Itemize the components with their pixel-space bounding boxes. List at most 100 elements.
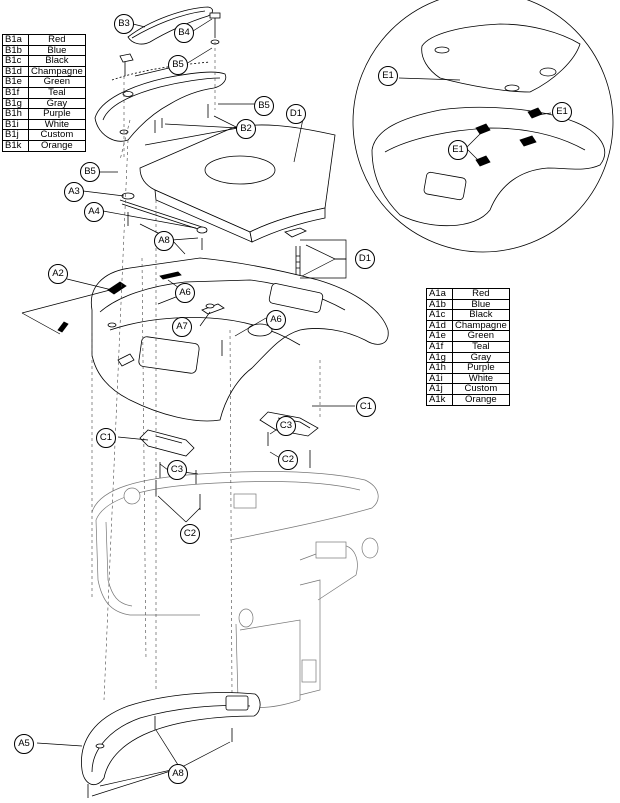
callout-b3: B3 (114, 14, 134, 34)
d1-release-pin-part (284, 227, 307, 281)
callout-a7: A7 (172, 317, 192, 337)
legend-code: B1b (2, 44, 29, 57)
dashed-leader-lines (91, 42, 321, 701)
legend-color: White (28, 118, 86, 131)
legend-code: A1f (426, 340, 453, 353)
legend-color: Teal (452, 340, 510, 353)
legend-color: Teal (28, 86, 86, 99)
legend-color: Blue (28, 44, 86, 57)
legend-code: A1j (426, 383, 453, 395)
callout-a3: A3 (64, 182, 84, 202)
legend-code: A1i (426, 372, 453, 385)
legend-code: A1d (426, 319, 453, 332)
legend-code: B1j (2, 129, 29, 141)
callout-e1-mid: E1 (448, 140, 468, 160)
callout-a5: A5 (14, 734, 34, 754)
callout-a8-mid: A8 (154, 231, 174, 251)
callout-e1-right: E1 (552, 102, 572, 122)
callout-c3-right: C3 (276, 416, 296, 436)
callout-a4: A4 (84, 202, 104, 222)
callout-a6-right: A6 (266, 310, 286, 330)
legend-code: A1b (426, 298, 453, 311)
legend-color: Champagne (452, 319, 510, 332)
callout-a2: A2 (48, 264, 68, 284)
legend-code: B1k (2, 139, 29, 152)
legend-code: B1e (2, 76, 29, 88)
legend-code: A1e (426, 330, 453, 342)
legend-color: Green (28, 76, 86, 88)
legend-color: Gray (452, 351, 510, 364)
callout-a6-left: A6 (175, 283, 195, 303)
legend-color: Orange (28, 139, 86, 152)
callout-b4: B4 (174, 23, 194, 43)
legend-color: Blue (452, 298, 510, 311)
legend-color: Gray (28, 97, 86, 110)
callout-a8-bottom: A8 (168, 764, 188, 784)
legend-color: Purple (28, 108, 86, 120)
callout-c3-left: C3 (167, 460, 187, 480)
legend-color: Custom (452, 383, 510, 395)
legend-code: A1g (426, 351, 453, 364)
legend-code: B1h (2, 108, 29, 120)
legend-color: Custom (28, 129, 86, 141)
legend-color: White (452, 372, 510, 385)
callout-e1-left: E1 (378, 66, 398, 86)
legend-color: Black (452, 309, 510, 321)
legend-code: A1h (426, 362, 453, 374)
base-frame-part (91, 471, 379, 708)
legend-code: B1g (2, 97, 29, 110)
callout-c1-left: C1 (96, 428, 116, 448)
callout-c2-right: C2 (278, 450, 298, 470)
a1-main-shroud-part (57, 257, 389, 422)
callout-b2: B2 (236, 119, 256, 139)
legend-color: Red (452, 288, 510, 300)
legend-color: Champagne (28, 65, 86, 78)
e-detail-circle (352, 0, 614, 253)
callout-c1-right: C1 (356, 397, 376, 417)
legend-code: B1f (2, 86, 29, 99)
legend-code: A1c (426, 309, 453, 321)
b1-seat-shroud-part (94, 61, 227, 142)
legend-code: B1i (2, 118, 29, 131)
legend-color: Orange (452, 393, 510, 406)
legend-code: B1c (2, 55, 29, 67)
legend-color: Red (28, 34, 86, 46)
d1-seat-pan-part (139, 124, 336, 243)
callout-b5-left: B5 (80, 162, 100, 182)
callout-c2-left: C2 (180, 524, 200, 544)
legend-color: Black (28, 55, 86, 67)
legend-color: Green (452, 330, 510, 342)
b3-rear-shroud-part (127, 6, 213, 45)
a5-rear-shroud-part (81, 692, 261, 798)
a7-latch-part (201, 303, 225, 356)
legend-color: Purple (452, 362, 510, 374)
legend-code: B1a (2, 34, 29, 46)
legend-code: A1k (426, 393, 453, 406)
callout-b5-top: B5 (168, 55, 188, 75)
callout-d1-right: D1 (355, 249, 375, 269)
legend-code: A1a (426, 288, 453, 300)
